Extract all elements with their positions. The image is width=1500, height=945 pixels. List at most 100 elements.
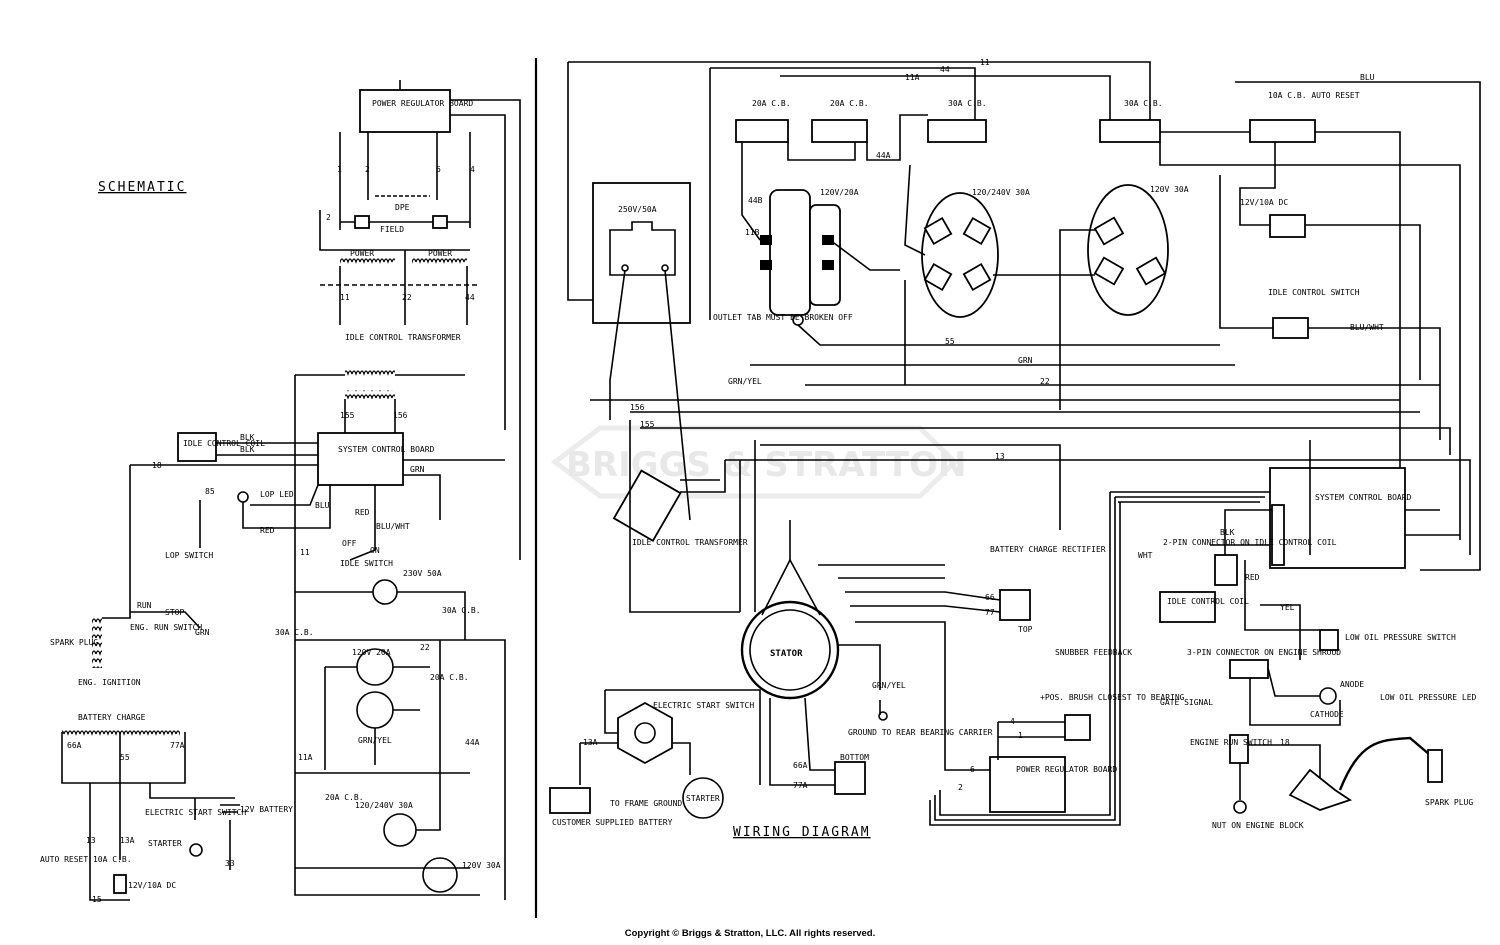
svg-text:GRN: GRN [1018,356,1033,365]
schematic-wire-number: 22 [402,293,412,302]
svg-text:BOTTOM: BOTTOM [840,753,869,762]
svg-text:YEL: YEL [1280,603,1295,612]
svg-text:30A C.B.: 30A C.B. [442,606,481,615]
system-control-board-wiring: SYSTEM CONTROL BOARD [1269,467,1412,569]
svg-text:RED: RED [355,508,370,517]
receptacle-120v-30a-symbol [422,857,458,893]
svg-text:11B: 11B [745,228,760,237]
svg-text:77A: 77A [793,781,808,790]
svg-text:GRN/YEL: GRN/YEL [728,377,762,386]
schematic-wire-number: 44 [465,293,475,302]
gate-signal-label: GATE SIGNAL [1160,698,1213,707]
ground-rear-note: GROUND TO REAR BEARING CARRIER [848,728,993,737]
electric-start-switch-wiring: ELECTRIC START SWITCH [617,701,754,765]
idle-control-transformer-label: IDLE CONTROL TRANSFORMER [345,333,461,342]
two-pin-connector-label: 2-PIN CONNECTOR ON IDLE CONTROL COIL [1163,538,1337,547]
schematic-wire-number: 155 [340,411,355,420]
svg-text:STATOR: STATOR [770,649,803,659]
schematic-wire-number: 2 [365,165,370,174]
schematic-wire-number: 6 [436,165,441,174]
spark-plug-wiring-label: SPARK PLUG [1425,798,1473,807]
svg-text:GRN: GRN [410,465,425,474]
bottom-connector: BOTTOM [834,753,869,795]
schematic-wire-number: 11 [340,293,350,302]
svg-text:ON: ON [370,546,380,555]
idle-control-switch: IDLE CONTROL SWITCH [1219,175,1441,440]
svg-text:30A C.B.: 30A C.B. [1124,99,1163,108]
idle-control-coil-wiring: IDLE CONTROL COIL [1159,591,1249,623]
schematic-wire-number: 13A [120,836,135,845]
three-pin-connector-label: 3-PIN CONNECTOR ON ENGINE SHROUD [1187,648,1341,657]
receptacle-120v-20a: 120V/20A [760,188,859,326]
svg-text:55: 55 [945,337,955,346]
svg-text:13: 13 [995,452,1005,461]
system-control-board-symbol [317,432,404,486]
svg-text:250V/50A: 250V/50A [618,205,657,214]
svg-text:OFF: OFF [342,539,357,548]
idle-control-coil-symbol [177,432,217,462]
svg-text:120V 30A: 120V 30A [1150,185,1189,194]
svg-text:30A C.B.: 30A C.B. [275,628,314,637]
receptacle-120-240v-symbol [383,813,417,847]
schematic-wire-number: 77A [170,741,185,750]
schematic-wire-number: 85 [205,487,215,496]
schematic-wire-number: 66A [67,741,82,750]
power-winding-left-label: POWER [350,249,374,258]
svg-text:ANODE: ANODE [1340,680,1364,689]
svg-text:IDLE CONTROL COIL: IDLE CONTROL COIL [1167,597,1249,606]
schematic-title: SCHEMATIC [98,180,186,195]
field-label: FIELD [380,225,404,234]
brand-watermark: BRIGGS & STRATTON [550,425,966,499]
outlet-tab-note: OUTLET TAB MUST BE BROKEN OFF [713,313,853,322]
schematic-wire-number: 11 [300,548,310,557]
receptacle-230v-label: 230V 50A [403,569,442,578]
svg-text:WHT: WHT [1138,551,1153,560]
svg-text:12V/10A DC: 12V/10A DC [1240,198,1288,207]
svg-text:20A C.B.: 20A C.B. [325,793,364,802]
svg-text:20A C.B.: 20A C.B. [752,99,791,108]
power-winding-right-label: POWER [428,249,452,258]
svg-text:2: 2 [958,783,963,792]
svg-text:BLU/WHT: BLU/WHT [376,522,410,531]
svg-text:120/240V 30A: 120/240V 30A [972,188,1030,197]
svg-text:ENGINE RUN SWITCH: ENGINE RUN SWITCH [1190,738,1272,747]
svg-text:BLK: BLK [240,433,255,442]
schematic-wire-number: 22 [420,643,430,652]
svg-text:BLU/WHT: BLU/WHT [1350,323,1384,332]
idle-switch-label: IDLE SWITCH [340,559,393,568]
svg-text:RUN: RUN [137,601,152,610]
svg-text:STARTER: STARTER [686,794,720,803]
low-oil-led-label: LOW OIL PRESSURE LED [1380,693,1477,702]
svg-text:18: 18 [1280,738,1290,747]
battery-charge-label: BATTERY CHARGE [78,713,146,722]
brush-note: +POS. BRUSH CLOSEST TO BEARING [1040,693,1185,702]
wiring-title: WIRING DIAGRAM [733,825,871,840]
schematic-wire-number: 55 [120,753,130,762]
svg-text:RED: RED [1245,573,1260,582]
svg-text:10A C.B. AUTO RESET: 10A C.B. AUTO RESET [1268,91,1360,100]
svg-text:ELECTRIC START SWITCH: ELECTRIC START SWITCH [653,701,754,710]
svg-text:STOP: STOP [165,608,184,617]
watermark-text: BRIGGS & STRATTON [566,445,966,485]
low-oil-switch-label: LOW OIL PRESSURE SWITCH [1345,633,1456,642]
eng-ignition-label: ENG. IGNITION [78,678,141,687]
schematic-wire-number: 33 [225,859,235,868]
battery-label: 12V BATTERY [240,805,293,814]
power-regulator-board-label: POWER REGULATOR BOARD [372,99,473,108]
lop-switch-label: LOP SWITCH [165,551,213,560]
breaker-30a-1: 30A C.B. [927,99,987,143]
schematic-wire-number: 44A [465,738,480,747]
svg-text:CATHODE: CATHODE [1310,710,1344,719]
svg-text:13A: 13A [583,738,598,747]
auto-reset-cb-label: AUTO RESET 10A C.B. [40,855,132,864]
svg-text:44: 44 [940,65,950,74]
svg-text:GRN/YEL: GRN/YEL [358,736,392,745]
nut-engine-block-label: NUT ON ENGINE BLOCK [1212,821,1304,830]
dc-output-12v-10a: 12V/10A DC [1239,142,1421,380]
svg-text:BLK: BLK [240,445,255,454]
electric-start-switch-label: ELECTRIC START SWITCH [145,808,246,817]
breaker-20a-2: 20A C.B. [811,99,869,143]
schematic-wire-number: 156 [393,411,408,420]
svg-text:11: 11 [980,58,990,67]
